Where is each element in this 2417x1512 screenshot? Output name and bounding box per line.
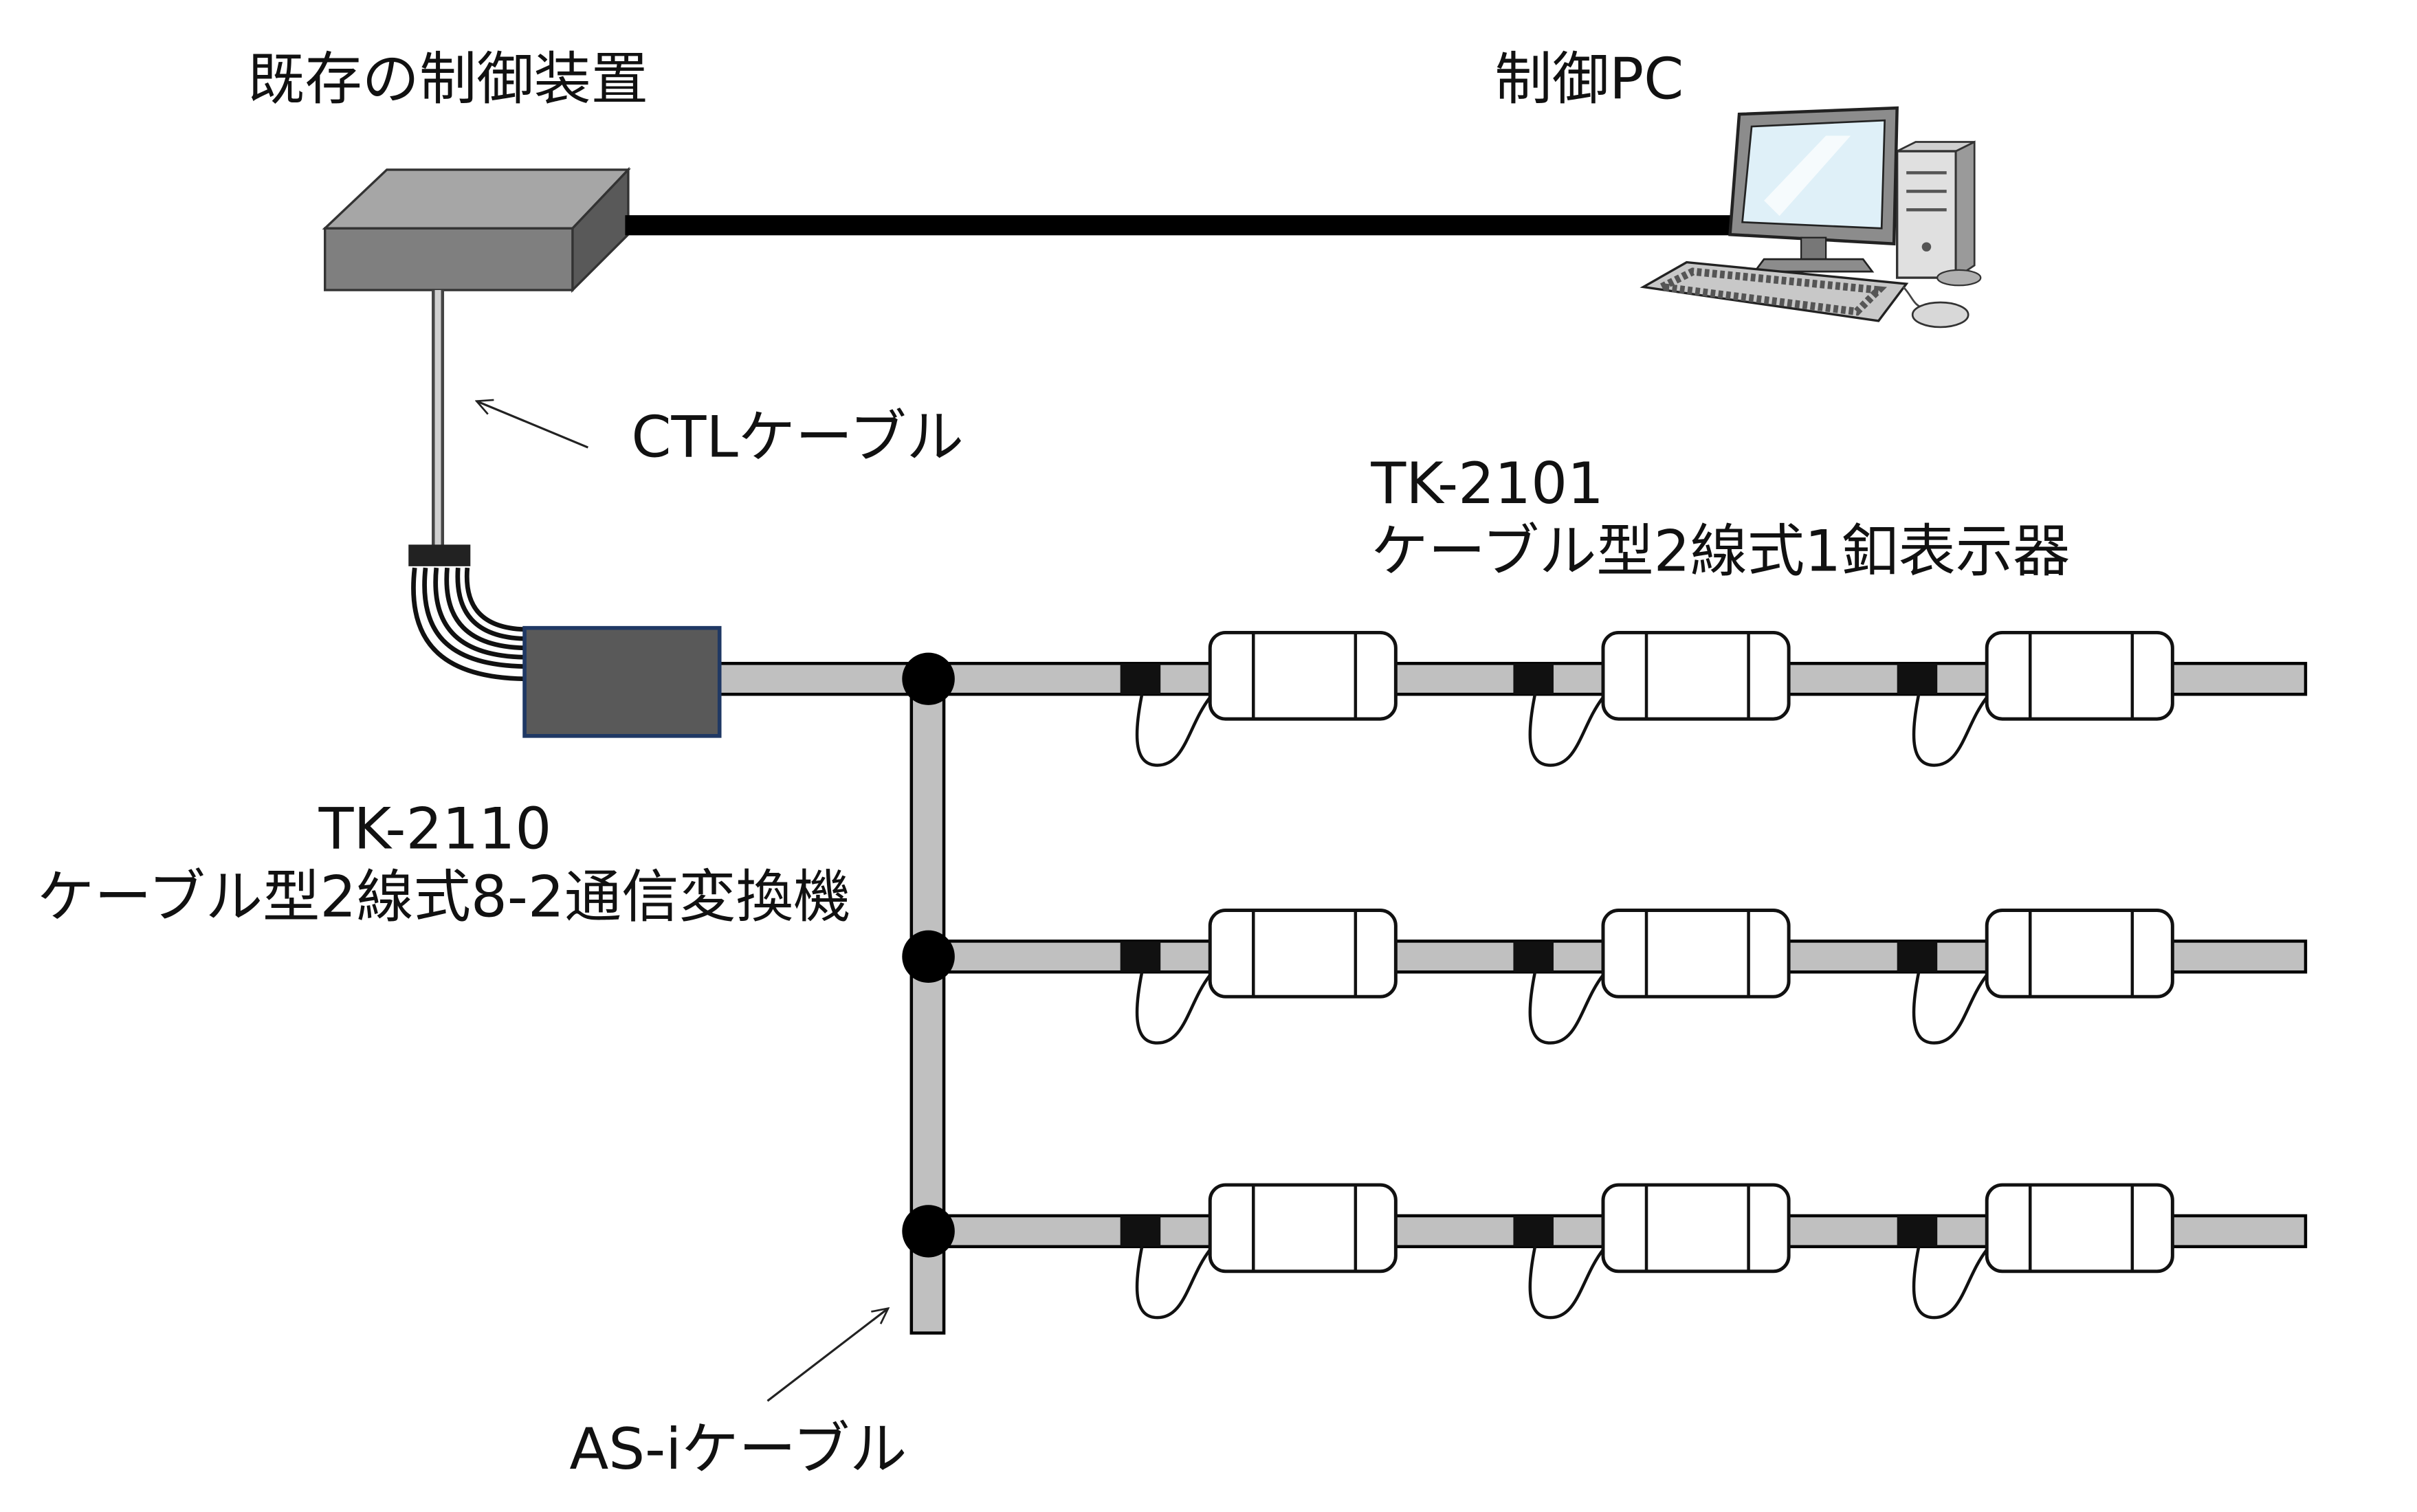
existing-controller-label: 既存の制御装置 [247, 46, 648, 113]
pigtail-cable [1135, 693, 1212, 767]
display-device [1985, 909, 2174, 999]
tap-connector [1897, 663, 1938, 695]
display-device [1208, 1183, 1398, 1274]
pigtail-cable [1912, 693, 1989, 767]
pigtail-cable [1135, 971, 1212, 1045]
display-device [1985, 1183, 2174, 1274]
tap-connector [1120, 941, 1161, 972]
bus-junction-node [902, 652, 955, 705]
tap-connector [1120, 663, 1161, 695]
display-device [1601, 909, 1791, 999]
converter-desc-label: ケーブル型2線式8-2通信変換機 [37, 864, 850, 931]
display-device [1985, 630, 2174, 721]
display-device [1601, 1183, 1791, 1274]
ctl-cable [408, 290, 529, 682]
display-model-label: TK-2101 [1370, 450, 1604, 517]
asi-cable-label: AS-iケーブル [569, 1416, 907, 1482]
display-device [1208, 909, 1398, 999]
ctl-cable-arrow [476, 401, 588, 449]
tap-connector [1120, 1215, 1161, 1247]
display-desc-label: ケーブル型2線式1釦表示器 [1371, 518, 2070, 585]
bus-junction-node [902, 1205, 955, 1258]
control-pc-label: 制御PC [1494, 46, 1684, 113]
asi-cable-bus [718, 630, 2308, 1335]
display-device [1208, 630, 1398, 721]
pigtail-cable [1912, 1246, 1989, 1320]
tap-connector [1897, 1215, 1938, 1247]
ctl-connector [408, 544, 471, 566]
tap-connector [1513, 941, 1554, 972]
pigtail-cable [1528, 971, 1604, 1045]
tap-connector [1897, 941, 1938, 972]
ctl-cable-label: CTLケーブル [631, 404, 963, 471]
pigtail-cable [1528, 693, 1604, 767]
pigtail-cable [1135, 1246, 1212, 1320]
pigtail-cable [1528, 1246, 1604, 1320]
bus-junction-node [902, 930, 955, 983]
computer-icon [1640, 106, 1982, 329]
existing-controller-device [322, 166, 631, 293]
display-device [1601, 630, 1791, 721]
pigtail-cable [1912, 971, 1989, 1045]
tap-connector [1513, 1215, 1554, 1247]
converter-device [522, 625, 722, 738]
converter-model-label: TK-2110 [318, 796, 552, 863]
asi-cable-arrow [766, 1309, 888, 1402]
tap-connector [1513, 663, 1554, 695]
